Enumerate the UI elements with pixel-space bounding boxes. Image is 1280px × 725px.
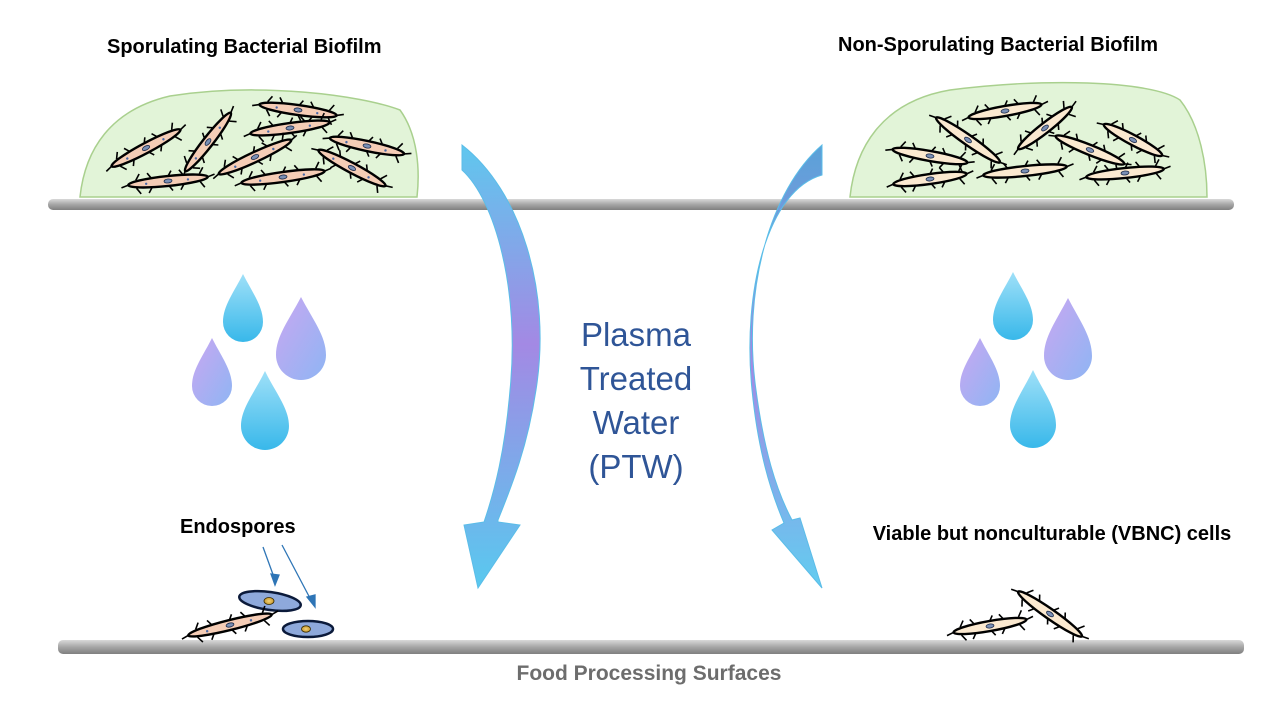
- bacterium-icon: [885, 141, 975, 173]
- plasma-treated-water-label: Plasma Treated Water (PTW): [556, 313, 716, 489]
- water-drop-icon: [192, 338, 232, 406]
- bacterium-icon: [181, 605, 279, 643]
- ptw-line: Water: [592, 404, 680, 441]
- bacterium-icon: [311, 146, 393, 194]
- bacterium-icon: [234, 161, 332, 192]
- left-curved-arrow: [461, 143, 541, 590]
- ptw-line: Treated: [579, 360, 693, 397]
- ptw-line: Plasma: [580, 316, 692, 353]
- ptw-line: (PTW): [588, 448, 684, 485]
- bacterium-icon: [1048, 130, 1132, 173]
- endospores-label: Endospores: [180, 516, 296, 538]
- bacteria-layer: [105, 94, 1171, 643]
- bacterium-icon: [961, 94, 1049, 126]
- right-curved-arrow: [749, 143, 823, 589]
- bacterium-icon: [105, 122, 187, 172]
- water-drop-icon: [1010, 370, 1056, 448]
- bacterium-icon: [121, 166, 215, 195]
- bacterium-icon: [1013, 100, 1077, 156]
- bacterium-icon: [976, 156, 1074, 185]
- water-drop-icon: [993, 272, 1033, 340]
- bacterium-icon: [1010, 588, 1090, 643]
- bottom-surface: [58, 640, 1244, 654]
- bacterium-icon: [322, 130, 412, 164]
- right-droplets: [960, 272, 1092, 448]
- endospore-pointers: [262, 544, 316, 609]
- water-drop-icon: [223, 274, 263, 342]
- bacterium-icon: [946, 609, 1034, 641]
- bacterium-icon: [1096, 119, 1170, 164]
- water-drop-icon: [960, 338, 1000, 406]
- food-processing-surfaces-label: Food Processing Surfaces: [516, 662, 782, 685]
- left-droplets: [192, 274, 326, 450]
- water-drop-icon: [241, 371, 289, 450]
- bacterium-icon: [212, 132, 298, 180]
- bacterium-icon: [252, 95, 344, 126]
- water-drop-icon: [1044, 298, 1092, 380]
- non-sporulating-biofilm-title: Non-Sporulating Bacterial Biofilm: [838, 34, 1159, 56]
- bacterium-icon: [1079, 159, 1171, 187]
- sporulating-biofilm-title: Sporulating Bacterial Biofilm: [107, 36, 382, 58]
- endospores: [238, 589, 335, 639]
- bacterium-icon: [243, 112, 337, 143]
- vbnc-label: Viable but nonculturable (VBNC) cells: [872, 523, 1232, 545]
- top-surface: [48, 199, 1234, 210]
- bacterium-icon: [886, 164, 974, 193]
- water-drop-icon: [276, 297, 326, 380]
